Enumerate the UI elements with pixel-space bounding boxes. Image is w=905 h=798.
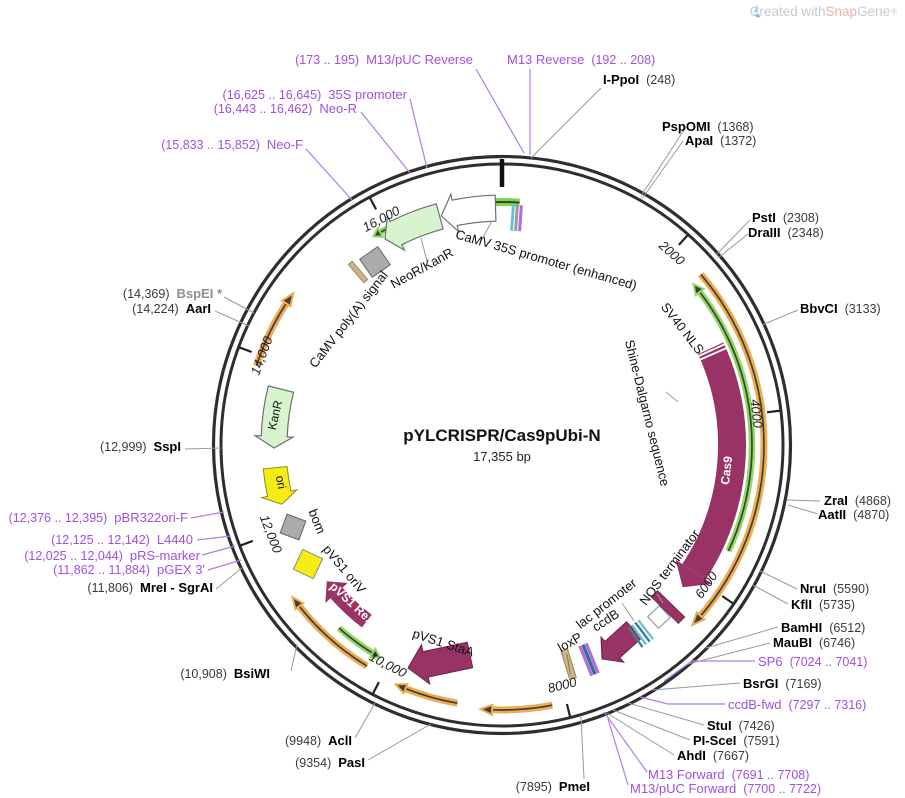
feature-label-bom[interactable]: bom — [305, 507, 328, 536]
orf-arc-bottom-2[interactable] — [393, 682, 459, 707]
enzyme-label-pi-scei[interactable]: PI-SceI(7591) — [693, 733, 780, 748]
svg-text:2000: 2000 — [655, 237, 688, 269]
pvs1-rep-arrow[interactable] — [325, 581, 372, 628]
enzyme-label-pspomi[interactable]: PspOMI(1368) — [662, 119, 754, 134]
bom-square[interactable] — [279, 513, 307, 541]
orf-arc-bottom-left[interactable] — [290, 595, 369, 670]
enzyme-label-nrui[interactable]: NruI(5590) — [800, 581, 870, 596]
enzyme-label-draiii[interactable]: DraIII(2348) — [748, 225, 824, 240]
orf-arc-bottom-1[interactable] — [478, 701, 553, 717]
enzyme-label-stui[interactable]: StuI(7426) — [707, 718, 775, 733]
primer-label-l4440[interactable]: (12,125 .. 12,142)L4440 — [51, 532, 193, 547]
enzyme-label-sspi[interactable]: (12,999)SspI — [99, 439, 181, 454]
green-arc-pvs1[interactable] — [336, 625, 382, 659]
cas9-arrow[interactable] — [675, 342, 747, 588]
feature-label-shine-dalgarno[interactable]: Shine-Dalgarno sequence — [622, 338, 673, 487]
primer-label-m13-puc-reverse[interactable]: (173 .. 195)M13/pUC Reverse — [295, 52, 473, 67]
feature-label-ori[interactable]: ori — [273, 474, 289, 490]
primer-label-neo-r[interactable]: (16,443 .. 16,462)Neo-R — [213, 101, 357, 116]
enzyme-label-bamhi[interactable]: BamHI(6512) — [781, 620, 866, 635]
sv40-nls-stripe — [698, 343, 726, 357]
pvs1-oriv-square[interactable] — [292, 548, 324, 580]
orf-arc-top-left[interactable] — [253, 291, 295, 367]
kanr-arrow[interactable] — [253, 385, 296, 449]
primer-leader-lines — [190, 68, 755, 786]
enzyme-label-aatii[interactable]: AatII(4870) — [818, 507, 890, 522]
enzyme-label-bbvci[interactable]: BbvCI(3133) — [800, 301, 881, 316]
camv-polya-square[interactable] — [358, 245, 392, 279]
primer-label-neo-f[interactable]: (15,833 .. 15,852)Neo-F — [161, 137, 303, 152]
enzyme-label-aari[interactable]: (14,224)AarI — [132, 301, 211, 316]
primer-label-m13-forward[interactable]: M13 Forward(7691 .. 7708) — [648, 767, 810, 782]
misc-feature-box[interactable] — [646, 604, 672, 630]
m13-site-glyph[interactable] — [510, 204, 523, 232]
enzyme-label-bsiwi[interactable]: (10,908)BsiWI — [180, 666, 270, 681]
primer-label-sp6[interactable]: SP6(7024 .. 7041) — [758, 654, 868, 669]
feature-label-camv-polya[interactable]: CaMV poly(A) signal — [306, 268, 391, 371]
snapgene-logo-icon — [753, 4, 761, 18]
attb-bar[interactable] — [578, 642, 600, 677]
plasmid-name: pYLCRISPR/Cas9pUbi-N — [403, 426, 601, 445]
camv-35s-promoter-arrow[interactable] — [440, 192, 497, 234]
feature-label-kanr[interactable]: KanR — [265, 399, 285, 432]
enzyme-label-ahdi[interactable]: AhdI(7667) — [677, 748, 750, 763]
tan-bar-top[interactable] — [347, 260, 369, 284]
svg-text:14,000: 14,000 — [248, 334, 276, 377]
svg-text:8000: 8000 — [546, 674, 578, 696]
feature-label-camv35s[interactable]: CaMV 35S promoter (enhanced) — [454, 227, 639, 293]
backbone-outer-ring — [211, 154, 793, 736]
neor-kanr-arrow[interactable] — [384, 203, 444, 252]
sv40-nls-stripe — [700, 347, 728, 361]
primer-label-pbr322ori-f[interactable]: (12,376 .. 12,395)pBR322ori-F — [8, 510, 188, 525]
plasmid-size: 17,355 bp — [473, 449, 531, 464]
scale-ticks — [238, 197, 781, 718]
enzyme-label-pmei[interactable]: (7895)PmeI — [515, 779, 590, 794]
pvs1-staa-arrow[interactable] — [407, 641, 474, 686]
enzyme-label-maubi[interactable]: MauBI(6746) — [773, 635, 856, 650]
green-arc-cas9[interactable] — [692, 282, 756, 553]
enzyme-label-bsrgi[interactable]: BsrGI(7169) — [743, 676, 822, 691]
primer-label-m13-puc-forward[interactable]: M13/pUC Forward(7700 .. 7722) — [630, 781, 822, 796]
enzyme-label-bspei[interactable]: (14,369)BspEI * — [122, 286, 222, 301]
enzyme-label-kfli[interactable]: KflI(5735) — [791, 597, 856, 612]
primer-label-m13-reverse[interactable]: M13 Reverse(192 .. 208) — [507, 52, 656, 67]
plasmid-title-block: pYLCRISPR/Cas9pUbi-N 17,355 bp — [352, 426, 652, 464]
loxp-bar[interactable] — [560, 648, 577, 680]
feature-label-neor-kanr[interactable]: NeoR/KanR — [388, 245, 456, 292]
svg-text:4000: 4000 — [747, 398, 766, 429]
enzyme-label-acli[interactable]: (9948)AclI — [285, 733, 352, 748]
orf-arc-right[interactable] — [690, 272, 768, 627]
feature-label-sv40nls[interactable]: SV40 NLS — [658, 300, 707, 357]
enzyme-label-pasi[interactable]: (9354)PasI — [295, 755, 365, 770]
feature-label-cas9[interactable]: Cas9 — [718, 455, 735, 485]
feature-label-loxp[interactable]: loxP — [555, 629, 584, 655]
enzyme-label-i-ppoi[interactable]: I-PpoI(248) — [603, 72, 676, 87]
enzyme-label-psti[interactable]: PstI(2308) — [752, 210, 819, 225]
enzyme-label-zrai[interactable]: ZraI(4868) — [824, 493, 891, 508]
svg-text:10,000: 10,000 — [367, 649, 410, 681]
primer-label-35s-promoter[interactable]: (16,625 .. 16,645)35S promoter — [222, 87, 407, 102]
ori-arrow[interactable] — [259, 465, 299, 505]
lac-promoter-glyph[interactable] — [627, 619, 655, 648]
svg-text:12,000: 12,000 — [257, 513, 286, 556]
enzyme-label-mrei-sgrai[interactable]: (11,806)MreI - SgrAI — [87, 580, 213, 595]
primer-label-ccdb-fwd[interactable]: ccdB-fwd(7297 .. 7316) — [728, 697, 867, 712]
primer-label-prs-marker[interactable]: (12,025 .. 12,044)pRS-marker — [24, 548, 200, 563]
primer-label-pgex3[interactable]: (11,862 .. 11,884)pGEX 3' — [53, 562, 205, 577]
enzyme-label-apai[interactable]: ApaI(1372) — [685, 133, 757, 148]
enzyme-leader-lines — [184, 87, 821, 780]
